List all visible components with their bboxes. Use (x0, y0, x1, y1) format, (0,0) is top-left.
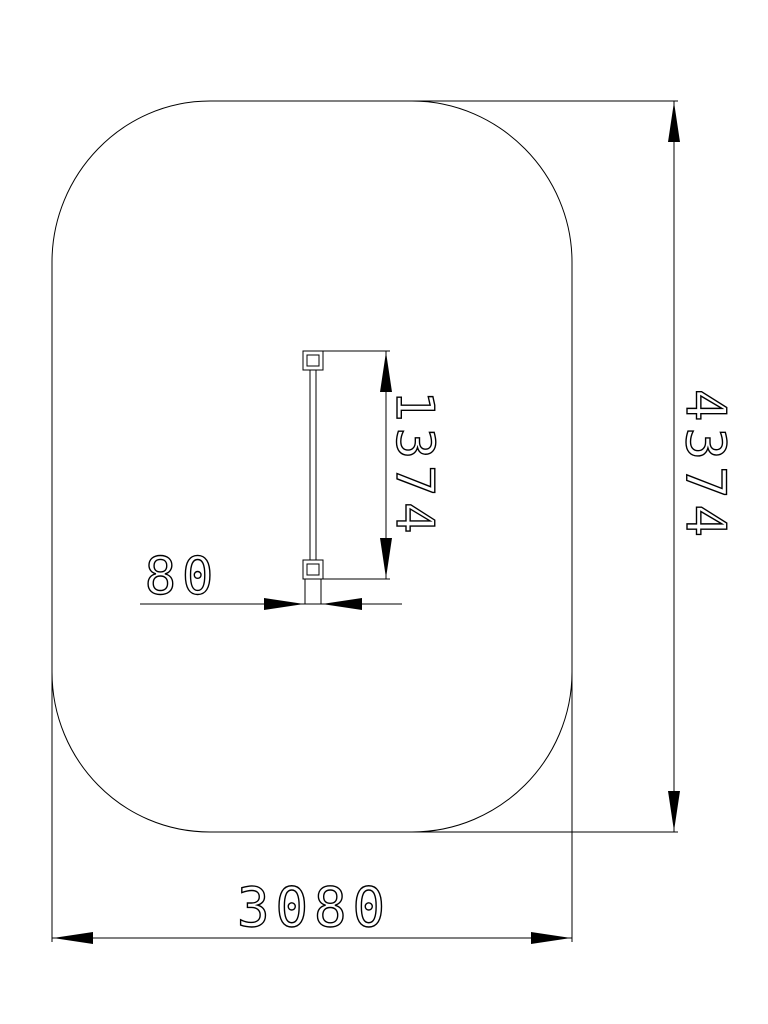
bottom-post-outer (302, 559, 324, 580)
dimension-label-post-width: 80 (145, 547, 220, 607)
arrow-left (322, 598, 362, 610)
arrow-down (380, 538, 392, 578)
safety-zone-outline (51, 100, 573, 833)
dimension-overall-width: 3080 (51, 672, 573, 944)
arrow-right (264, 598, 304, 610)
arrow-left (53, 932, 93, 944)
top-post-inner (306, 354, 320, 367)
dimension-label-bar-length: 1374 (384, 390, 444, 539)
arrow-right (531, 932, 571, 944)
dimension-overall-height: 4374 (412, 100, 738, 833)
bottom-post-inner (306, 563, 320, 576)
top-post-outer (302, 350, 324, 371)
arrow-down (668, 791, 680, 831)
dimension-post-width: 80 (140, 546, 402, 610)
dimension-bar-length: 1374 (323, 350, 445, 580)
bar-equipment (302, 350, 324, 604)
dimension-label-overall-width: 3080 (237, 876, 391, 939)
dimension-label-overall-height: 4374 (674, 389, 737, 543)
arrow-up (380, 352, 392, 392)
arrow-up (668, 102, 680, 142)
